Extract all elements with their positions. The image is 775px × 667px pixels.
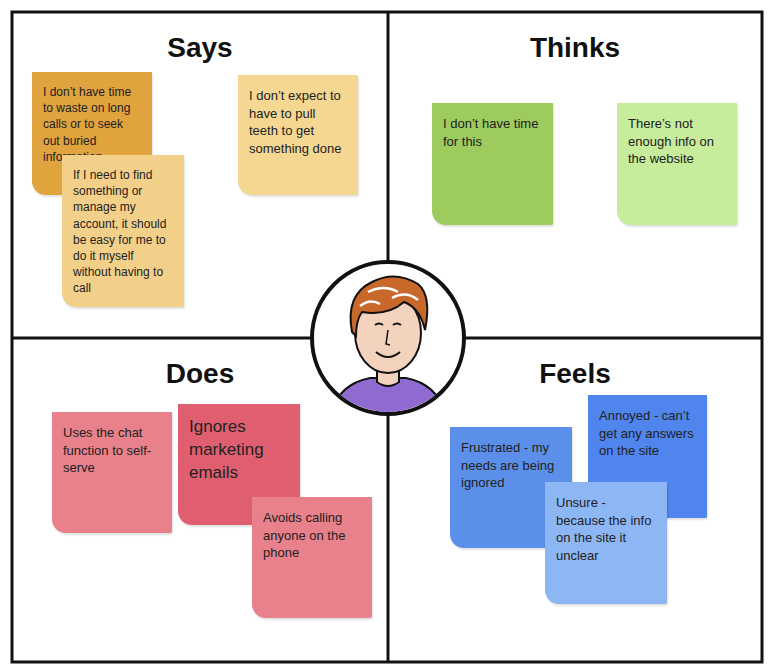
note-text: Ignores marketing emails — [189, 416, 290, 485]
note-text: I don’t have time to waste on long calls… — [43, 84, 142, 165]
quadrant-heading: Does — [12, 358, 388, 390]
sticky-note: If I need to find something or manage my… — [62, 155, 184, 307]
note-text: Annoyed - can’t get any answers on the s… — [599, 407, 697, 460]
note-text: I don’t have time for this — [443, 115, 543, 150]
note-text: Uses the chat function to self-serve — [63, 424, 162, 477]
note-text: Unsure - because the info on the site it… — [556, 494, 657, 564]
map-quadrant: FeelsFrustrated - my needs are being ign… — [388, 338, 762, 662]
sticky-note: I don’t have time for this — [432, 103, 553, 225]
quadrant-heading: Feels — [388, 358, 762, 390]
map-quadrant: Says I don’t have time to waste on long c… — [12, 12, 388, 338]
outer-frame — [12, 12, 762, 662]
note-text: There’s not enough info on the website — [628, 115, 727, 168]
persona-face — [312, 262, 464, 420]
sticky-note: Avoids calling anyone on the phone — [252, 497, 372, 618]
note-text: If I need to find something or manage my… — [73, 167, 174, 297]
sticky-note: Unsure - because the info on the site it… — [545, 482, 667, 604]
note-text: Avoids calling anyone on the phone — [263, 509, 362, 562]
quadrant-heading: Says — [12, 32, 388, 64]
sticky-note: I don’t expect to have to pull teeth to … — [238, 75, 358, 195]
map-quadrant: DoesUses the chat function to self-serve… — [12, 338, 388, 662]
map-quadrant: Thinks I don’t have time for this There’s … — [388, 12, 762, 338]
sticky-note: There’s not enough info on the website — [617, 103, 737, 225]
quadrant-heading: Thinks — [388, 32, 762, 64]
note-text: I don’t expect to have to pull teeth to … — [249, 87, 348, 157]
sticky-note: Uses the chat function to self-serve — [52, 412, 172, 533]
